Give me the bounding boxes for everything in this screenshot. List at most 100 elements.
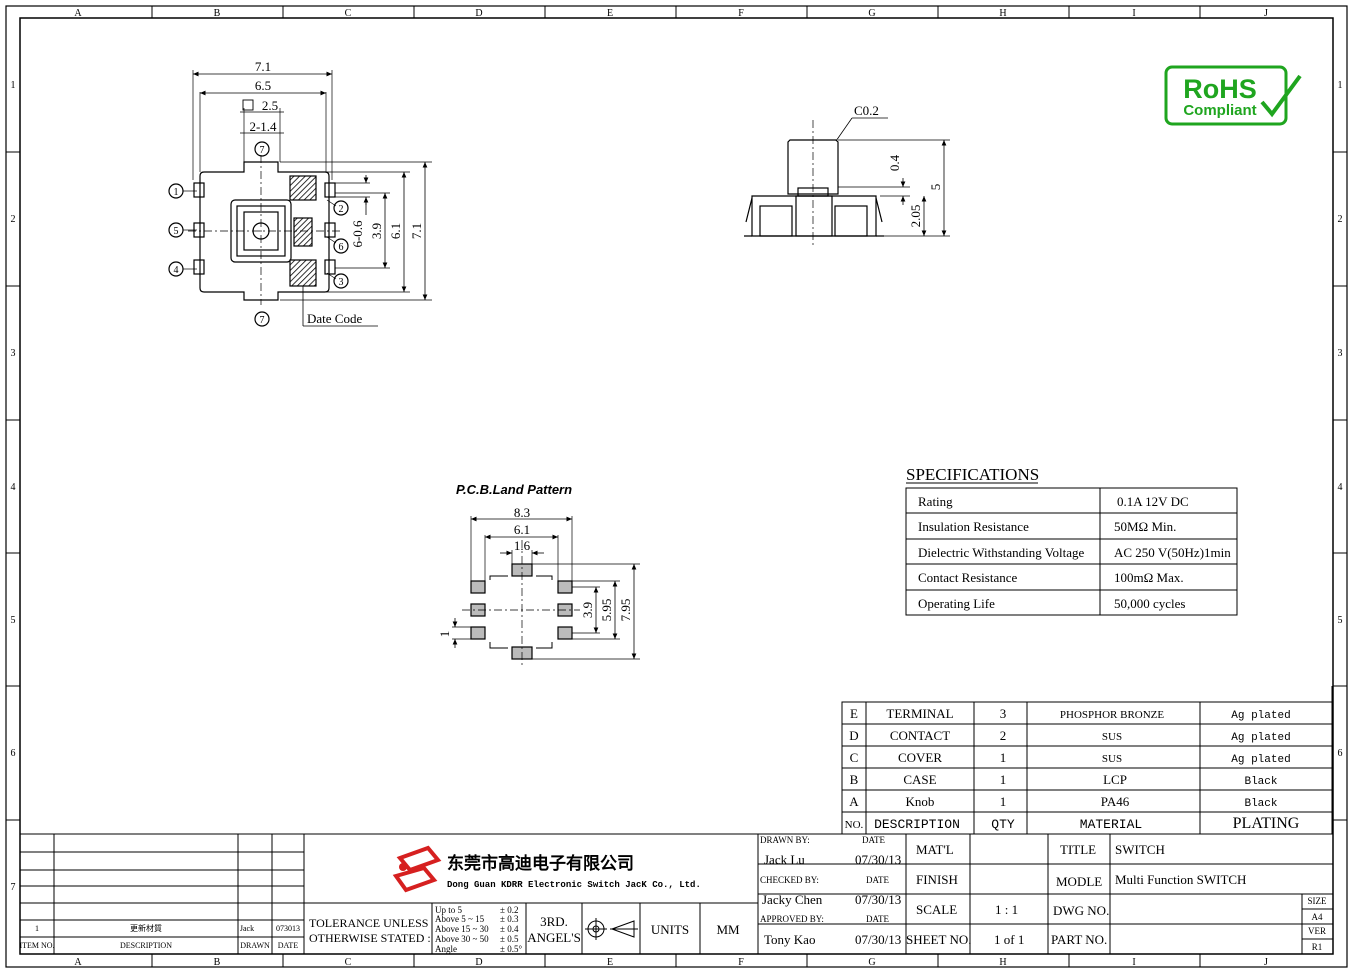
bom-table: E TERMINAL 3 PHOSPHOR BRONZE Ag plated D… — [841, 686, 1333, 835]
svg-text:2: 2 — [1000, 728, 1007, 743]
company-logo — [392, 845, 442, 893]
svg-text:Knob: Knob — [906, 794, 935, 809]
svg-text:MAT'L: MAT'L — [916, 842, 954, 857]
row-label: 3 — [1338, 348, 1343, 359]
col-label: C — [345, 957, 352, 968]
svg-text:Tony Kao: Tony Kao — [764, 932, 815, 947]
svg-text:1: 1 — [1000, 794, 1007, 809]
spec-value: 0.1A 12V DC — [1117, 494, 1189, 509]
svg-text:MODLE: MODLE — [1056, 874, 1102, 889]
svg-text:NO.: NO. — [845, 819, 864, 831]
svg-text:DWG NO.: DWG NO. — [1053, 903, 1109, 918]
svg-text:COVER: COVER — [898, 750, 942, 765]
svg-text:PLATING: PLATING — [1233, 815, 1300, 832]
svg-text:DESCRIPTION: DESCRIPTION — [120, 941, 172, 950]
svg-text:± 0.3: ± 0.3 — [500, 914, 519, 924]
pin-label: 4 — [174, 265, 179, 276]
dim-83: 8.3 — [514, 505, 530, 520]
col-label: J — [1264, 957, 1268, 968]
dim-04: 0.4 — [887, 154, 902, 171]
dim-61: 6.1 — [388, 223, 403, 239]
dim-25: 2.5 — [262, 98, 278, 113]
svg-text:Jacky Chen: Jacky Chen — [762, 892, 823, 907]
dim-205: 2.05 — [908, 205, 923, 228]
rohs-logo: RoHS Compliant — [1164, 65, 1302, 126]
land-pattern-title: P.C.B.Land Pattern — [456, 482, 572, 497]
svg-text:UNITS: UNITS — [651, 922, 689, 937]
col-label: F — [738, 8, 744, 19]
svg-text:B: B — [850, 772, 859, 787]
svg-text:ANGEL'S: ANGEL'S — [527, 930, 581, 945]
svg-text:± 0.5°: ± 0.5° — [500, 944, 522, 954]
svg-text:Above 5 ~ 15: Above 5 ~ 15 — [435, 914, 485, 924]
dim-71-top: 7.1 — [255, 59, 271, 74]
spec-value: AC 250 V(50Hz)1min — [1114, 545, 1231, 560]
row-label: 2 — [11, 214, 16, 225]
grid-labels: A B C D E F G H I J A B C D E F G H I J … — [11, 8, 1343, 968]
svg-text:1 : 1: 1 : 1 — [995, 902, 1018, 917]
row-label: 4 — [1338, 482, 1343, 493]
svg-text:A4: A4 — [1312, 912, 1323, 922]
svg-text:Compliant: Compliant — [1183, 102, 1256, 119]
svg-text:DATE: DATE — [862, 835, 885, 845]
svg-text:TITLE: TITLE — [1060, 842, 1096, 857]
pin-label: 5 — [174, 226, 179, 237]
svg-text:A: A — [849, 794, 859, 809]
svg-text:LCP: LCP — [1103, 772, 1127, 787]
svg-text:C: C — [850, 750, 859, 765]
svg-text:Above 30 ~ 50: Above 30 ~ 50 — [435, 934, 489, 944]
chamfer-label: C0.2 — [854, 103, 879, 118]
svg-text:± 0.2: ± 0.2 — [500, 905, 518, 915]
pin-label: 7 — [260, 315, 265, 326]
svg-text:TERMINAL: TERMINAL — [886, 706, 953, 721]
svg-text:E: E — [850, 706, 858, 721]
top-view-drawing — [168, 70, 432, 327]
svg-text:1: 1 — [35, 924, 39, 933]
svg-text:R1: R1 — [1312, 942, 1323, 952]
row-label: 4 — [11, 482, 16, 493]
dim-16: 1.6 — [514, 538, 531, 553]
svg-text:ITEM NO.: ITEM NO. — [19, 941, 54, 950]
col-label: C — [345, 8, 352, 19]
specifications-table: SPECIFICATIONS Rating 0.1A 12V DC Insula… — [905, 465, 1238, 616]
pin-label: 3 — [339, 277, 344, 288]
row-label: 1 — [11, 80, 16, 91]
svg-text:CHECKED BY:: CHECKED BY: — [760, 875, 819, 885]
svg-text:RoHS: RoHS — [1183, 74, 1257, 104]
svg-text:Up to 5: Up to 5 — [435, 905, 463, 915]
svg-text:SCALE: SCALE — [916, 902, 957, 917]
svg-text:07/30/13: 07/30/13 — [855, 892, 901, 907]
company-name-cn: 东莞市高迪电子有限公司 — [447, 853, 634, 873]
col-label: E — [607, 957, 613, 968]
svg-text:Above 15 ~ 30: Above 15 ~ 30 — [435, 924, 489, 934]
col-label: E — [607, 8, 613, 19]
dim-39: 3.9 — [580, 602, 595, 618]
dim-39: 3.9 — [369, 223, 384, 239]
svg-text:3RD.: 3RD. — [540, 914, 568, 929]
svg-text:1: 1 — [1000, 772, 1007, 787]
dim-595: 5.95 — [599, 599, 614, 622]
svg-text:DATE: DATE — [866, 914, 889, 924]
col-label: D — [475, 8, 482, 19]
spec-key: Insulation Resistance — [918, 519, 1029, 534]
dim-1: 1 — [437, 631, 452, 638]
pin-label: 6 — [339, 242, 344, 253]
svg-text:PHOSPHOR BRONZE: PHOSPHOR BRONZE — [1060, 709, 1164, 721]
row-label: 6 — [11, 748, 16, 759]
dim-71-right: 7.1 — [409, 223, 424, 239]
svg-text:CONTACT: CONTACT — [890, 728, 950, 743]
col-label: F — [738, 957, 744, 968]
date-code-label: Date Code — [307, 311, 362, 326]
col-label: B — [214, 8, 221, 19]
svg-text:OTHERWISE STATED :: OTHERWISE STATED : — [309, 931, 431, 945]
dim-6-06: 6-0.6 — [350, 220, 365, 248]
svg-text:07/30/13: 07/30/13 — [855, 932, 901, 947]
svg-text:± 0.5: ± 0.5 — [500, 934, 519, 944]
svg-text:D: D — [849, 728, 858, 743]
svg-text:FINISH: FINISH — [916, 872, 958, 887]
svg-text:SHEET NO.: SHEET NO. — [906, 932, 971, 947]
row-label: 7 — [11, 882, 16, 893]
spec-value: 100mΩ Max. — [1114, 570, 1184, 585]
svg-text:MM: MM — [716, 922, 740, 937]
spec-key: Operating Life — [918, 596, 995, 611]
